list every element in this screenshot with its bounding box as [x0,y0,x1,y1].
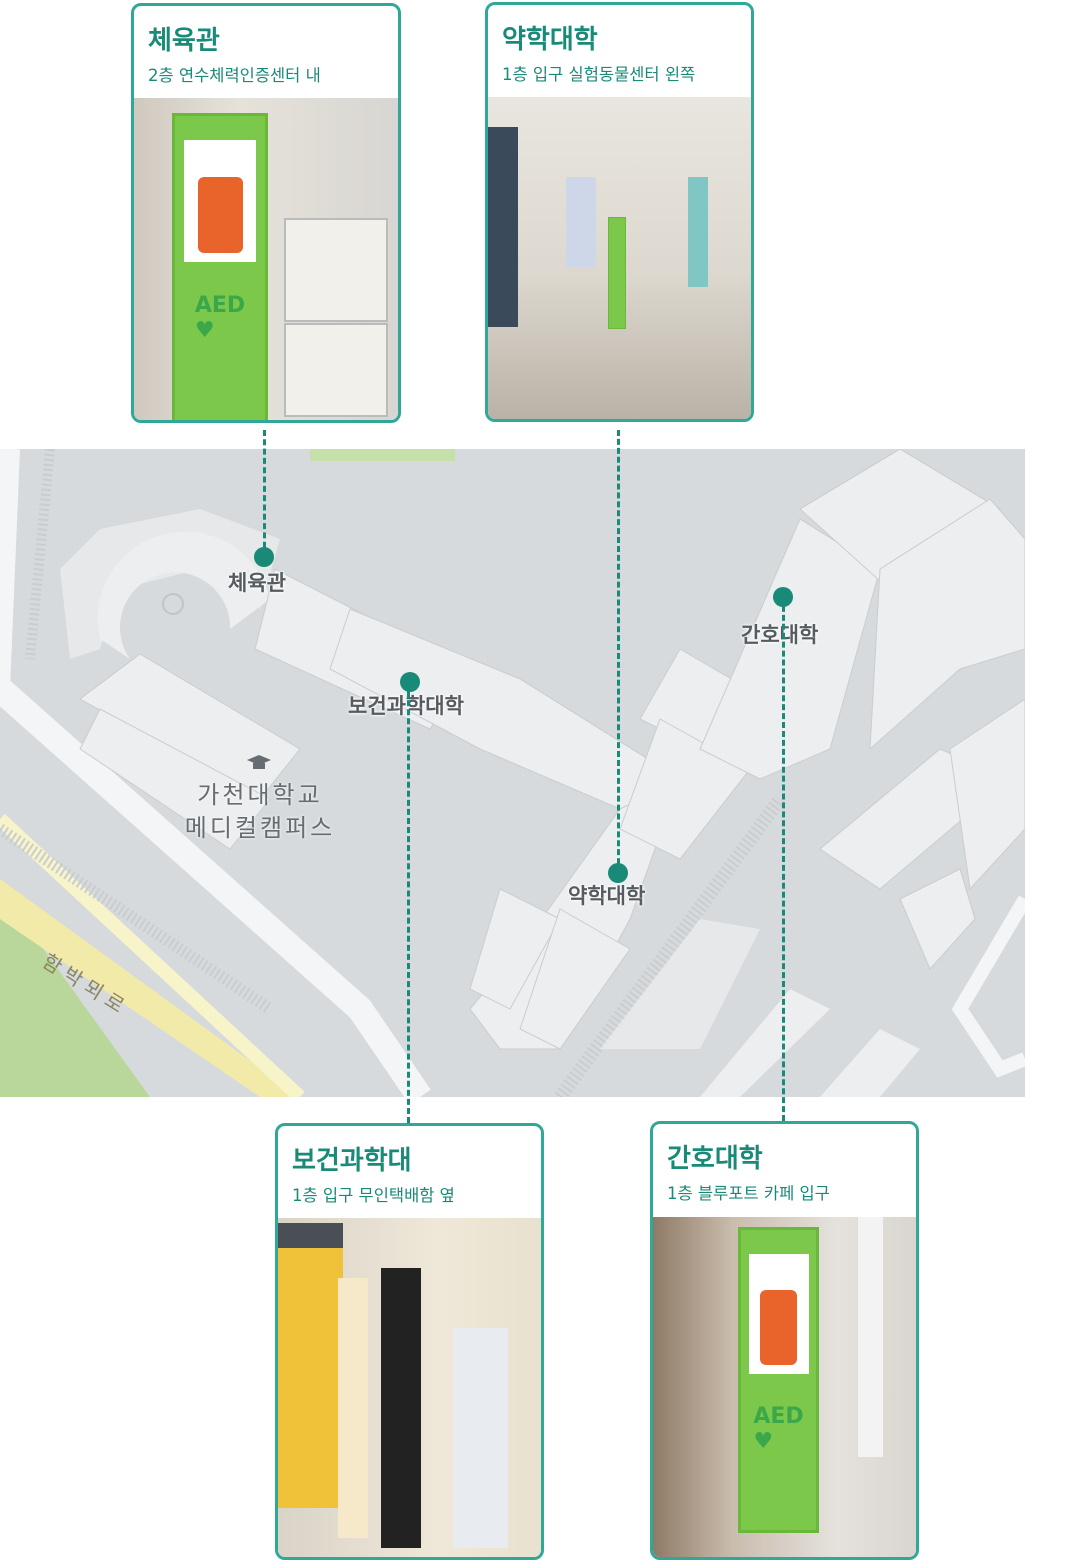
connector-health-science [407,682,410,1123]
campus-map[interactable]: 가천대학교 메디컬캠퍼스 함박뫼로 체육관 보건과학대학 약학대학 간호대학 [0,449,1025,1097]
marker-nursing[interactable] [773,587,793,607]
map-label-nursing[interactable]: 간호대학 [741,623,819,647]
card-title: 보건과학대 [292,1146,412,1176]
card-location: 1층 입구 무인택배함 옆 [292,1186,455,1205]
card-location: 1층 블루포트 카페 입구 [667,1184,830,1203]
map-label-gym[interactable]: 체육관 [228,571,286,595]
aed-photo [278,1218,541,1557]
campus-name: 가천대학교 메디컬캠퍼스 [170,779,350,845]
card-location: 1층 입구 실험동물센터 왼쪽 [502,65,696,84]
campus-name-line2: 메디컬캠퍼스 [184,814,336,842]
connector-pharmacy [617,430,620,873]
campus-name-line1: 가천대학교 [197,781,323,809]
card-title: 간호대학 [667,1144,763,1174]
connector-nursing [782,597,785,1121]
location-card-health-science[interactable]: 보건과학대 1층 입구 무인택배함 옆 [275,1123,544,1560]
aed-photo: AED ♥ [653,1217,916,1557]
marker-pharmacy[interactable] [608,863,628,883]
card-location: 2층 연수체력인증센터 내 [148,66,321,85]
card-title: 체육관 [148,26,220,56]
aed-photo [488,97,751,419]
connector-gym [263,430,266,557]
aed-photo: AED ♥ [134,98,398,420]
location-card-nursing[interactable]: 간호대학 1층 블루포트 카페 입구 AED ♥ [650,1121,919,1560]
marker-health-science[interactable] [400,672,420,692]
location-card-pharmacy[interactable]: 약학대학 1층 입구 실험동물센터 왼쪽 [485,2,754,422]
card-title: 약학대학 [502,25,598,55]
map-shapes [0,449,1025,1097]
map-label-health-science[interactable]: 보건과학대학 [348,694,464,718]
graduation-cap-icon [247,755,271,769]
location-card-gym[interactable]: 체육관 2층 연수체력인증센터 내 AED ♥ [131,3,401,423]
marker-gym[interactable] [254,547,274,567]
map-label-pharmacy[interactable]: 약학대학 [568,884,646,908]
